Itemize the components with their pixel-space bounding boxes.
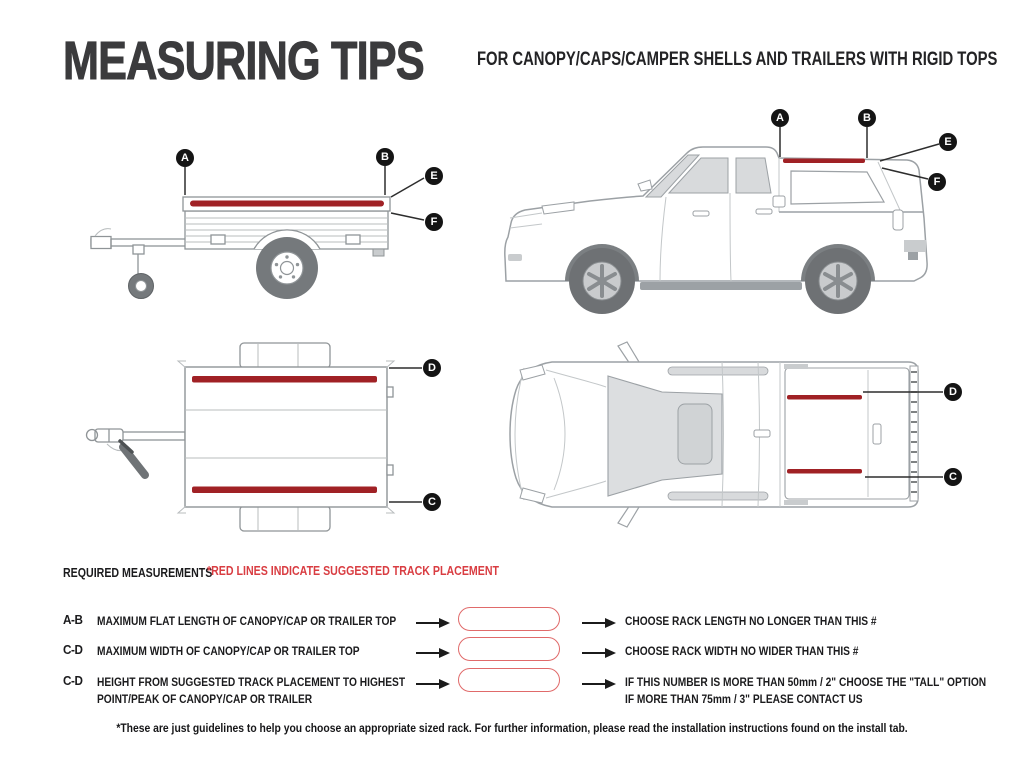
connector-lines xyxy=(184,166,425,221)
measure-result: CHOOSE RACK LENGTH NO LONGER THAN THIS # xyxy=(625,614,877,628)
trailer-box-top xyxy=(176,360,396,514)
measure-point-e-badge: E xyxy=(425,167,443,185)
trailer-side-illustration xyxy=(90,166,425,299)
measure-point-d-badge: D xyxy=(423,359,441,377)
rear-wheel xyxy=(805,248,871,314)
track-placement-red-line-bottom xyxy=(787,469,862,474)
legend-row: REQUIRED MEASUREMENTS *RED LINES INDICAT… xyxy=(63,564,499,582)
measure-id: C-D xyxy=(63,673,83,688)
arrow-right-icon xyxy=(416,645,450,663)
measure-point-f-badge: F xyxy=(425,213,443,231)
trailer-fenders xyxy=(239,342,331,532)
measure-point-b-badge: B xyxy=(858,109,876,127)
jockey-wheel-hub xyxy=(135,280,147,292)
connector-lines xyxy=(779,127,940,180)
page-subtitle: FOR CANOPY/CAPS/CAMPER SHELLS AND TRAILE… xyxy=(477,49,998,70)
measurement-entry-oval[interactable] xyxy=(458,668,560,692)
truck-side-illustration xyxy=(504,127,940,314)
measure-point-a-badge: A xyxy=(176,149,194,167)
track-placement-red-line xyxy=(783,158,865,163)
arrow-right-icon xyxy=(416,615,450,633)
measure-point-a-badge: A xyxy=(771,109,789,127)
connector-lines xyxy=(389,367,422,503)
truck-top-view-diagram: D C xyxy=(490,340,990,565)
measure-id: C-D xyxy=(63,642,83,657)
right-mirror xyxy=(617,504,640,528)
measure-point-f-badge: F xyxy=(928,173,946,191)
measure-point-c-badge: C xyxy=(944,468,962,486)
arrow-right-icon xyxy=(416,676,450,694)
footnote: *These are just guidelines to help you c… xyxy=(116,723,908,735)
arrow-right-icon xyxy=(582,645,616,663)
required-measurements-label: REQUIRED MEASUREMENTS xyxy=(63,566,213,580)
connector-lines xyxy=(863,391,943,478)
measure-point-c-badge: C xyxy=(423,493,441,511)
measure-result-line1: IF THIS NUMBER IS MORE THAN 50mm / 2" CH… xyxy=(625,675,987,689)
page-title: MEASURING TIPS xyxy=(63,31,425,92)
measure-description: MAXIMUM WIDTH OF CANOPY/CAP OR TRAILER T… xyxy=(97,644,360,658)
trailer-side-view-diagram: A B E F xyxy=(75,118,460,318)
track-placement-red-line-top xyxy=(787,395,862,400)
track-placement-red-line xyxy=(190,200,384,207)
trailer-top-illustration xyxy=(85,342,422,532)
measure-description: MAXIMUM FLAT LENGTH OF CANOPY/CAP OR TRA… xyxy=(97,614,397,628)
measure-result: CHOOSE RACK WIDTH NO WIDER THAN THIS # xyxy=(625,644,859,658)
truck-top-details xyxy=(514,361,919,508)
measure-point-b-badge: B xyxy=(376,148,394,166)
trailer-top-view-diagram: D C xyxy=(75,335,460,560)
running-board xyxy=(640,282,802,290)
track-placement-red-line-right xyxy=(192,486,377,493)
measure-id: A-B xyxy=(63,612,83,627)
trailer-drawbar xyxy=(85,428,186,479)
left-mirror xyxy=(617,341,640,365)
measure-description: HEIGHT FROM SUGGESTED TRACK PLACEMENT TO… xyxy=(97,675,406,706)
measure-point-d-badge: D xyxy=(944,383,962,401)
measure-result-line2: IF MORE THAN 75mm / 3" PLEASE CONTACT US xyxy=(625,692,863,706)
arrow-right-icon xyxy=(582,615,616,633)
measurement-entry-oval[interactable] xyxy=(458,607,560,631)
track-placement-red-line-left xyxy=(192,376,377,383)
measurement-entry-oval[interactable] xyxy=(458,637,560,661)
truck-details xyxy=(508,154,926,282)
arrow-right-icon xyxy=(582,676,616,694)
measure-point-e-badge: E xyxy=(939,133,957,151)
front-wheel xyxy=(569,248,635,314)
truck-top-illustration xyxy=(509,341,943,528)
truck-side-view-diagram: A B E F xyxy=(490,98,990,323)
red-lines-note: *RED LINES INDICATE SUGGESTED TRACK PLAC… xyxy=(207,564,500,578)
trailer-drawbar xyxy=(90,228,187,276)
measure-result: IF THIS NUMBER IS MORE THAN 50mm / 2" CH… xyxy=(625,674,986,708)
trailer-wheel xyxy=(256,237,318,299)
